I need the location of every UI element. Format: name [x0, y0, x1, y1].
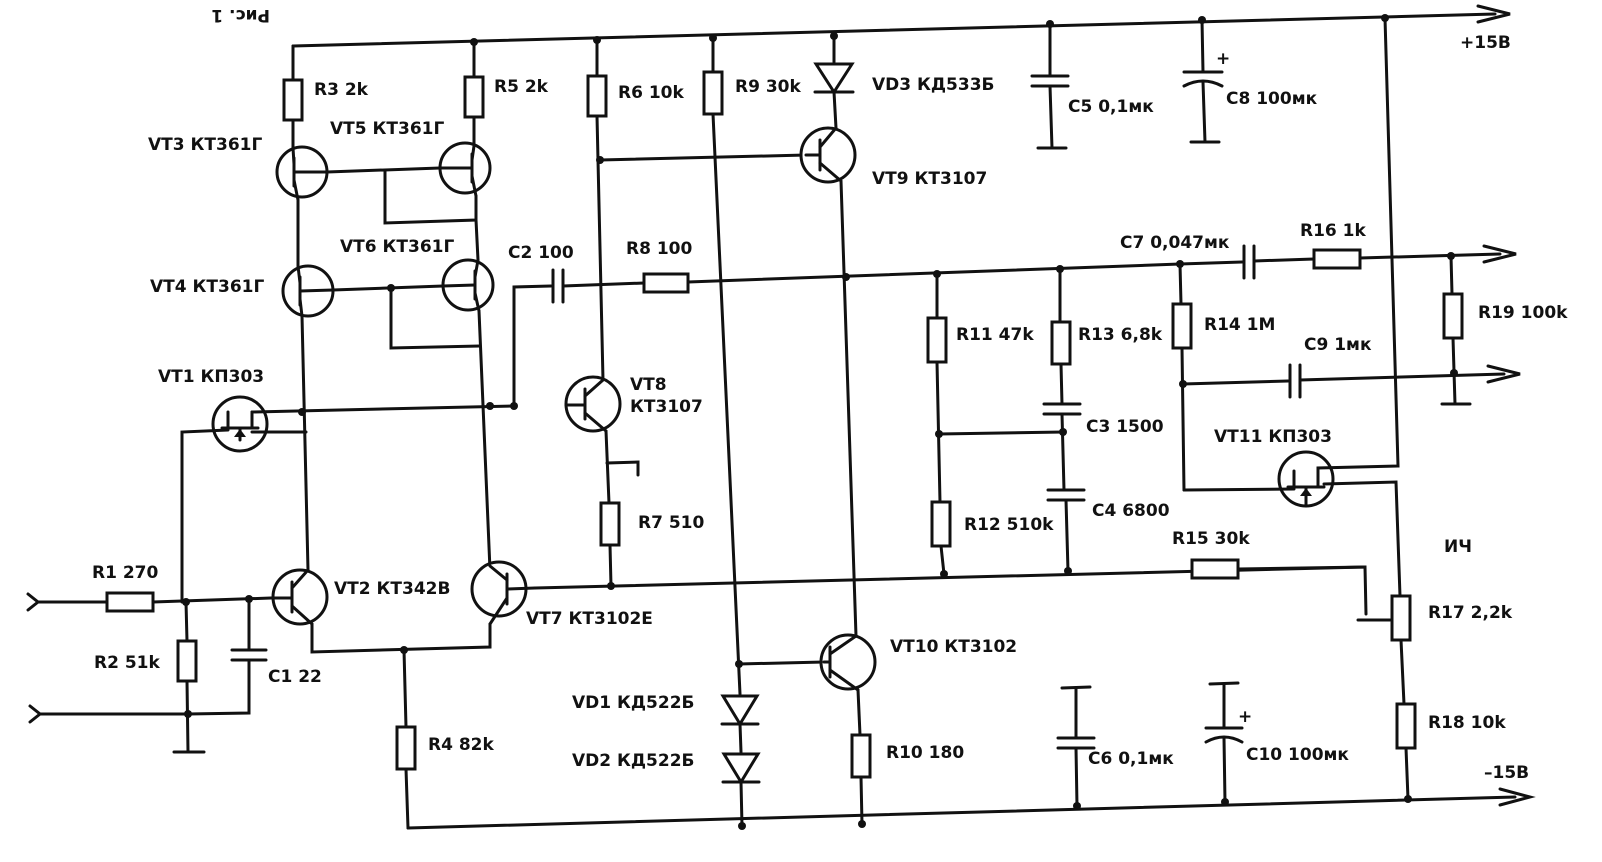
label-vt10: VT10 КТ3102 — [890, 637, 1017, 657]
label-c4: C4 6800 — [1092, 501, 1170, 521]
diode-vd3 — [813, 62, 855, 95]
label-vd2: VD2 КД522Б — [572, 751, 695, 771]
corner-fragment: ИЧ — [1444, 537, 1472, 557]
label-c7: C7 0,047мк — [1120, 233, 1230, 253]
resistor-r6 — [586, 74, 608, 118]
label-r6: R6 10k — [618, 83, 684, 103]
resistor-r2 — [176, 639, 198, 683]
label-r9: R9 30k — [735, 77, 801, 97]
resistor-r9 — [702, 70, 724, 116]
resistor-r4 — [395, 725, 417, 771]
label-c3: C3 1500 — [1086, 417, 1164, 437]
label-r18: R18 10k — [1428, 713, 1506, 733]
label-c6: C6 0,1мк — [1088, 749, 1174, 769]
label-c5: C5 0,1мк — [1068, 97, 1154, 117]
label-vt8-type: КТ3107 — [630, 397, 703, 417]
label-vt5: VT5 КТ361Г — [330, 119, 444, 139]
capacitor-c10: + — [1204, 707, 1252, 744]
label-c9: C9 1мк — [1304, 335, 1372, 355]
resistor-r13 — [1050, 320, 1072, 366]
transistor-vt5 — [438, 141, 492, 198]
transistor-vt8 — [564, 375, 622, 433]
label-plus15: +15В — [1460, 33, 1511, 53]
svg-text:+: + — [1216, 49, 1230, 69]
positive-rail — [291, 4, 1511, 48]
label-r12: R12 510k — [964, 515, 1054, 535]
transistor-vt3 — [275, 145, 329, 202]
resistor-r5 — [463, 75, 485, 119]
label-vt11: VT11 КП303 — [1214, 427, 1332, 447]
resistor-r10 — [850, 733, 872, 779]
resistor-r8 — [642, 272, 690, 294]
resistor-r7 — [599, 501, 621, 547]
label-c2: C2 100 — [508, 243, 574, 263]
label-r11: R11 47k — [956, 325, 1034, 345]
label-r7: R7 510 — [638, 513, 704, 533]
fet-vt11 — [1277, 450, 1335, 508]
output-arrow-2 — [1486, 364, 1521, 384]
label-r15: R15 30k — [1172, 529, 1250, 549]
resistor-r11 — [926, 316, 948, 364]
transistor-vt9 — [799, 126, 857, 184]
fet-vt1 — [211, 395, 269, 453]
label-vt1: VT1 КП303 — [158, 367, 264, 387]
label-r19: R19 100k — [1478, 303, 1568, 323]
label-r3: R3 2k — [314, 80, 369, 100]
label-vd1: VD1 КД522Б — [572, 693, 695, 713]
resistor-r15 — [1190, 558, 1240, 580]
label-r4: R4 82k — [428, 735, 494, 755]
label-vt2: VT2 КТ342В — [334, 579, 450, 599]
label-c10: C10 100мк — [1246, 745, 1349, 765]
label-r17: R17 2,2k — [1428, 603, 1513, 623]
resistor-r12 — [930, 500, 952, 548]
capacitor-c7 — [1242, 244, 1256, 280]
label-vd3: VD3 КД533Б — [872, 75, 995, 95]
label-r2: R2 51k — [94, 653, 160, 673]
output-arrow-1 — [1482, 244, 1517, 264]
label-minus15: –15В — [1484, 763, 1529, 783]
label-c8: C8 100мк — [1226, 89, 1318, 109]
svg-text:+: + — [1238, 707, 1252, 727]
transistor-vt4 — [281, 264, 335, 318]
label-vt7: VT7 КТ3102Е — [526, 609, 653, 629]
diode-vd2 — [721, 752, 761, 785]
figure-caption: Рис. 1 — [211, 5, 270, 25]
resistor-r3 — [282, 78, 304, 122]
diode-vd1 — [720, 694, 760, 727]
resistor-r1 — [105, 591, 155, 613]
resistor-r19 — [1442, 292, 1464, 340]
transistor-vt10 — [819, 633, 877, 692]
label-vt9: VT9 КТ3107 — [872, 169, 987, 189]
label-vt6: VT6 КТ361Г — [340, 237, 454, 257]
transistor-vt6 — [441, 258, 495, 313]
resistor-r18 — [1395, 702, 1417, 750]
label-r14: R14 1M — [1204, 315, 1275, 335]
label-c1: C1 22 — [268, 667, 322, 687]
label-r8: R8 100 — [626, 239, 692, 259]
transistor-vt2 — [269, 568, 329, 626]
label-r5: R5 2k — [494, 77, 549, 97]
negative-rail — [406, 787, 1536, 830]
label-r16: R16 1k — [1300, 221, 1366, 241]
transistor-vt7 — [470, 560, 537, 626]
label-vt8-name: VT8 — [630, 375, 667, 395]
resistor-r14 — [1171, 302, 1193, 350]
label-vt4: VT4 КТ361Г — [150, 277, 264, 297]
label-r1: R1 270 — [92, 563, 158, 583]
capacitor-c8: + — [1182, 49, 1230, 88]
label-vt3: VT3 КТ361Г — [148, 135, 262, 155]
label-r13: R13 6,8k — [1078, 325, 1163, 345]
potentiometer-r17 — [1390, 594, 1412, 642]
label-r10: R10 180 — [886, 743, 964, 763]
resistor-r16 — [1312, 248, 1362, 270]
capacitor-c9 — [1288, 363, 1302, 399]
